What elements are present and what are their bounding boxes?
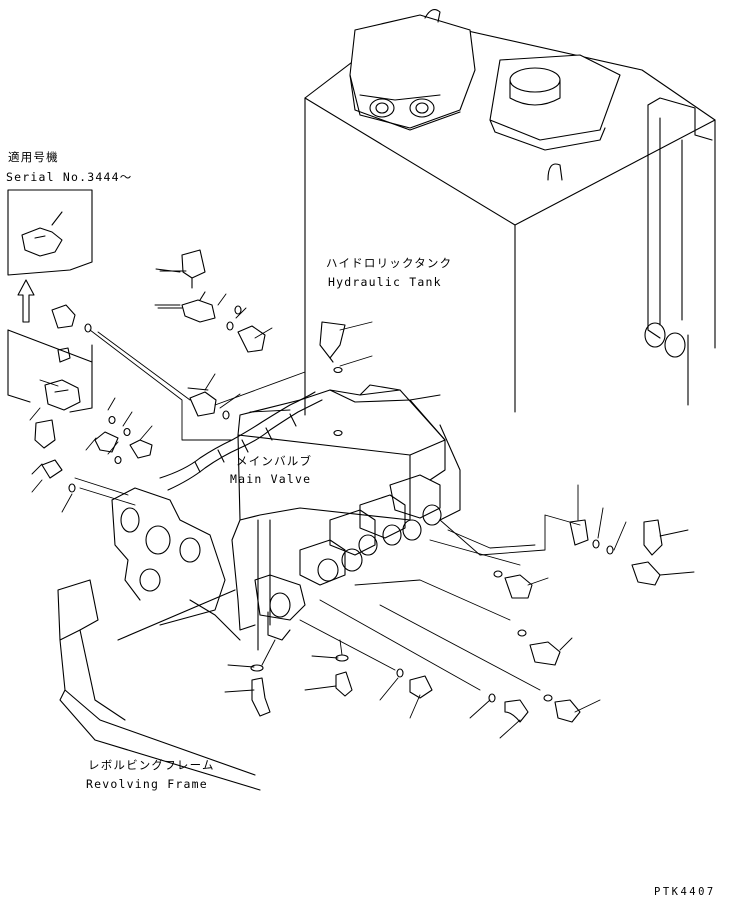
leader-lines	[74, 270, 581, 691]
main-valve-label-jp: メインバルブ	[236, 454, 313, 468]
revolving-frame-label-jp: レボルビングフレーム	[88, 758, 215, 772]
revolving-frame-label-en: Revolving Frame	[86, 777, 208, 791]
hoses	[159, 391, 323, 491]
upgrade-arrow	[17, 279, 35, 323]
main-valve	[231, 384, 461, 651]
drawing-code: PTK4407	[654, 886, 716, 898]
hydraulic-tank	[304, 9, 716, 416]
main-valve-label-en: Main Valve	[230, 472, 312, 486]
fittings	[34, 249, 663, 723]
callout-leaders	[29, 268, 695, 739]
revolving-frame	[57, 487, 261, 791]
hydraulic-tank-label-en: Hydraulic Tank	[328, 275, 442, 289]
old-fitting-bracket	[7, 329, 93, 413]
serial-inset-box	[7, 189, 93, 276]
serial-label-jp: 適用号機	[8, 150, 59, 164]
serial-label-en: Serial No.3444～	[6, 170, 133, 184]
hydraulic-tank-label-jp: ハイドロリックタンク	[326, 256, 453, 270]
